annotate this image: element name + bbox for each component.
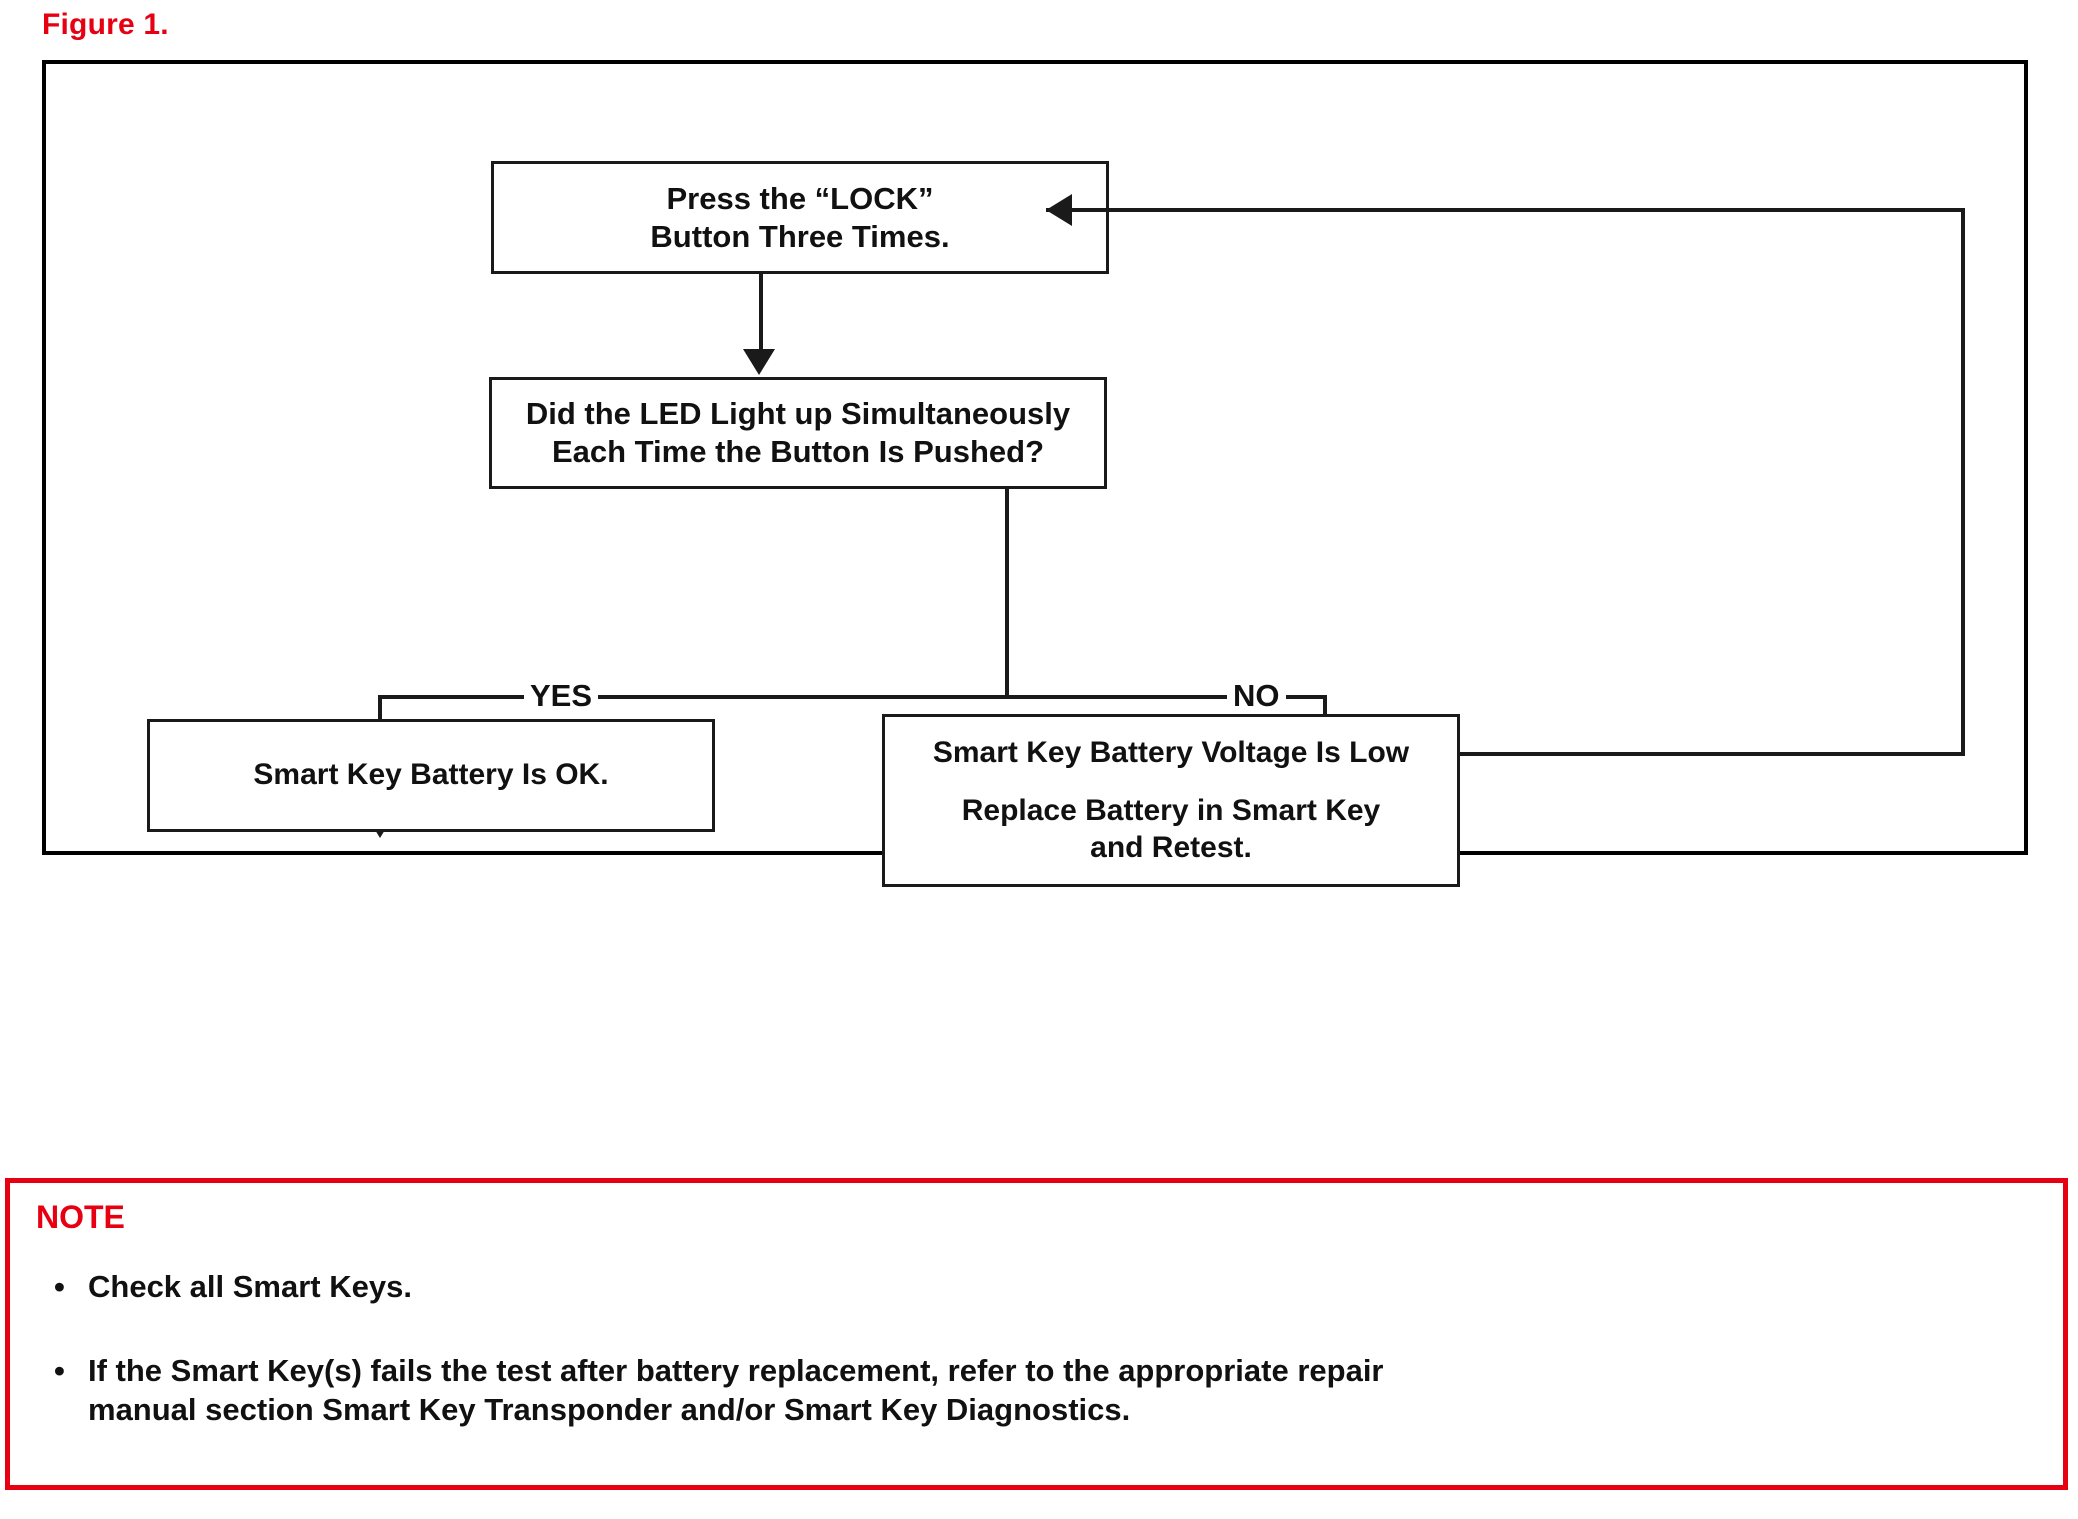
connector-branch-bar-yes [378,695,1007,699]
branch-label-no: NO [1227,680,1286,711]
note-list-item: • Check all Smart Keys. [54,1267,412,1306]
flow-node-battery-low-line3: and Retest. [1090,830,1252,864]
flow-node-decision-led-line1: Did the LED Light up Simultaneously [525,396,1071,432]
note-panel: NOTE • Check all Smart Keys. • If the Sm… [5,1178,2068,1490]
connector-retest-loop-exit [1457,752,1965,756]
flow-node-press-lock-line2: Button Three Times. [650,218,950,254]
branch-label-yes: YES [524,680,599,711]
note-item-text: Check all Smart Keys. [88,1269,412,1304]
connector-press-to-decision [759,274,763,352]
connector-branch-bar-no [1005,695,1327,699]
flow-node-battery-low-line1: Smart Key Battery Voltage Is Low [932,735,1410,769]
flow-node-battery-low: Smart Key Battery Voltage Is Low Replace… [882,714,1460,887]
connector-decision-stem [1005,489,1009,697]
note-item-text-block: If the Smart Key(s) fails the test after… [88,1351,1384,1429]
flow-node-battery-low-line2: Replace Battery in Smart Key [961,794,1381,828]
flow-node-decision-led-line2: Each Time the Button Is Pushed? [551,434,1045,469]
bullet-icon: • [54,1353,65,1388]
flow-node-battery-ok-line1: Smart Key Battery Is OK. [253,758,609,792]
figure-label: Figure 1. [42,8,169,41]
arrowhead-retest-loop-to-press [1046,194,1072,226]
note-item-text-line2: manual section Smart Key Transponder and… [88,1392,1131,1428]
note-title: NOTE [36,1199,125,1235]
flow-node-decision-led: Did the LED Light up Simultaneously Each… [489,377,1107,489]
note-item-text-line1: If the Smart Key(s) fails the test after… [88,1353,1384,1388]
flow-node-battery-ok: Smart Key Battery Is OK. [147,719,715,832]
flow-node-press-lock-line1: Press the “LOCK” [666,180,934,216]
note-list-item: • If the Smart Key(s) fails the test aft… [54,1351,2014,1429]
bullet-icon: • [54,1269,65,1304]
arrowhead-press-to-decision [743,349,775,375]
flowchart-frame: Press the “LOCK” Button Three Times. Did… [42,60,2028,887]
connector-retest-loop-riser [1961,208,1965,756]
connector-retest-loop-return [1046,208,1965,212]
flow-node-press-lock: Press the “LOCK” Button Three Times. [491,161,1109,274]
